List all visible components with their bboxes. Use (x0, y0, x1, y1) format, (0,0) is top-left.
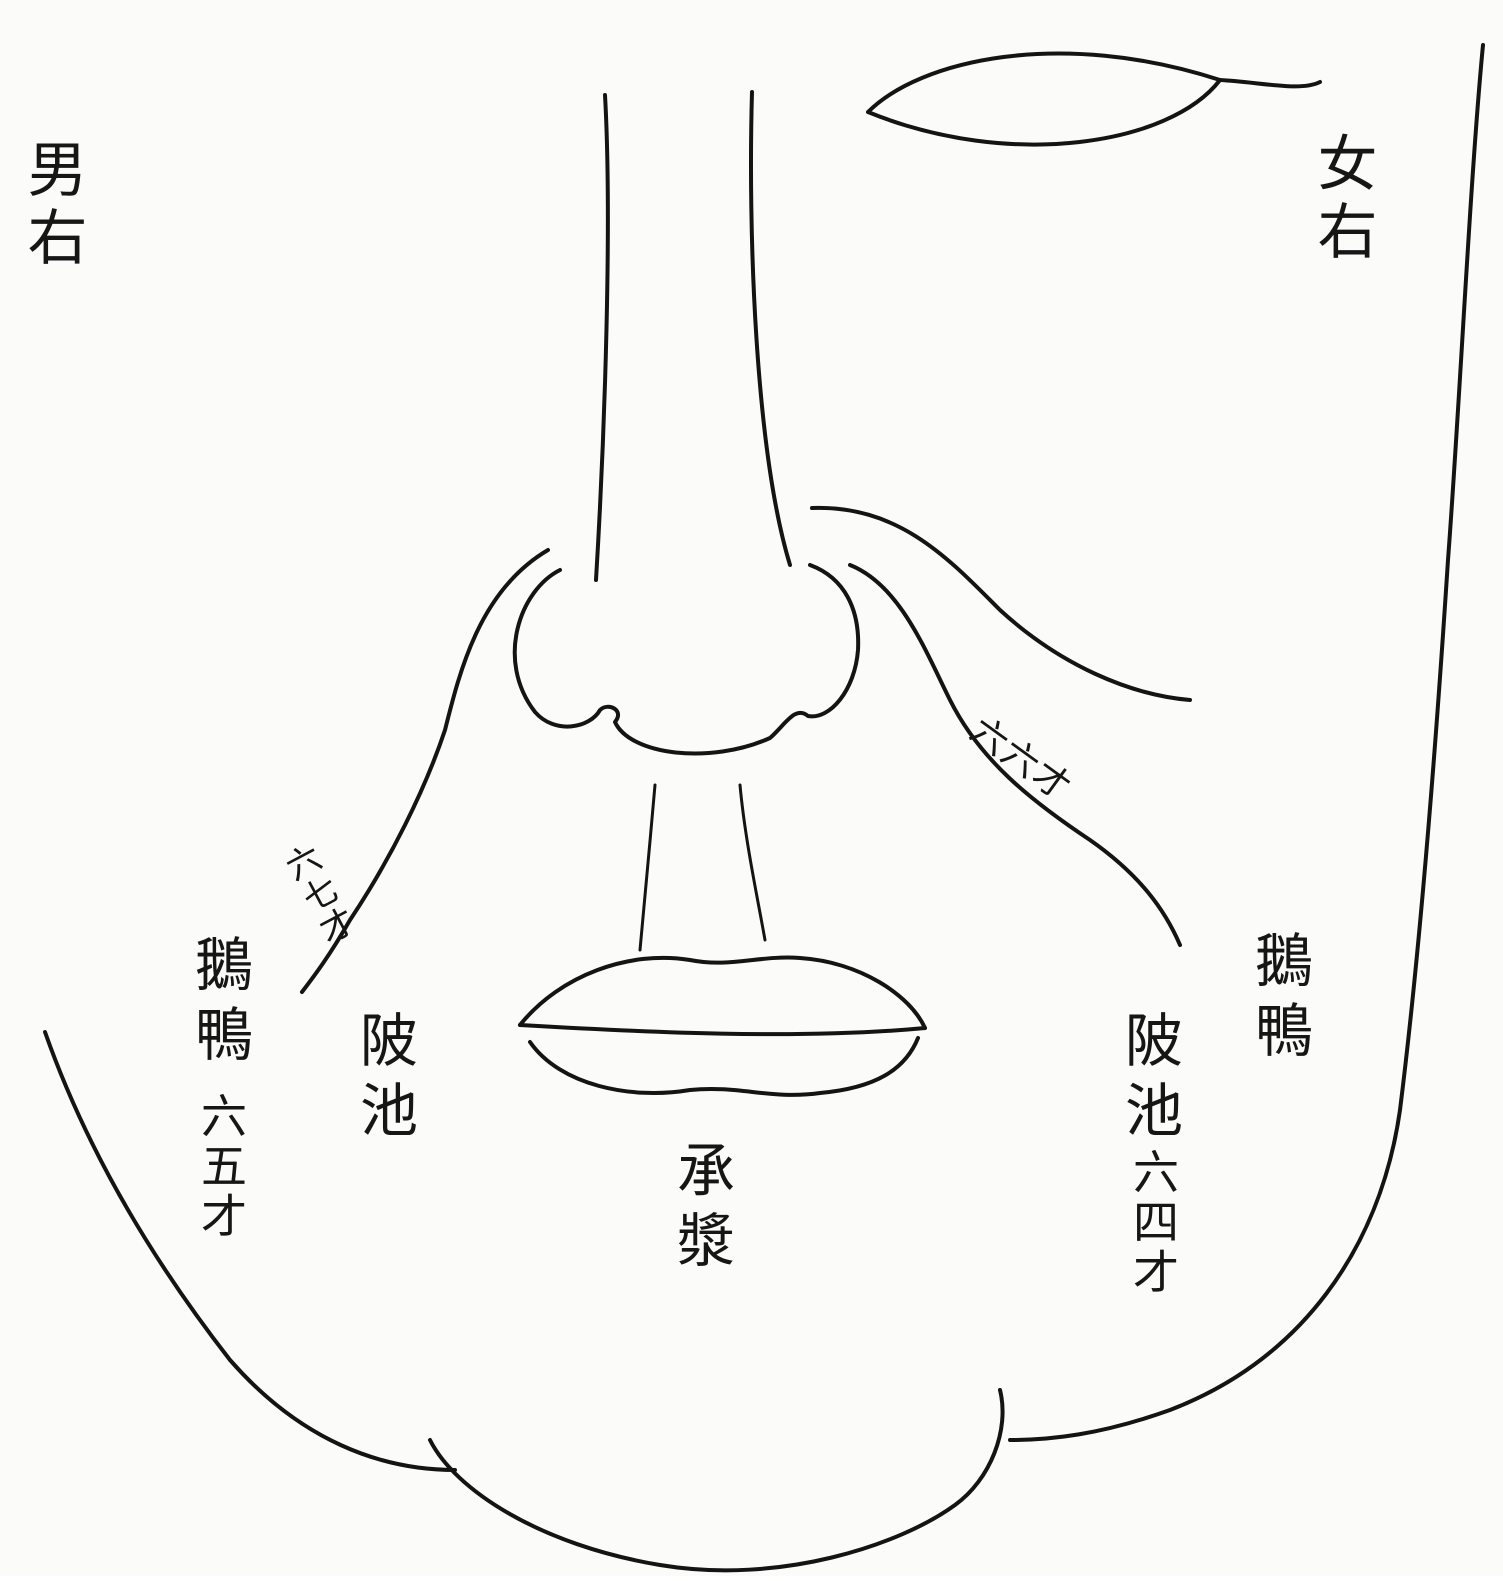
upper-lip (520, 958, 925, 1028)
right-pool-label: 陂池 (1120, 1010, 1178, 1150)
nose-bridge-left (596, 95, 608, 580)
chin-outline (430, 1390, 1003, 1570)
philtrum-left (640, 785, 655, 950)
right-goose-label: 鵝鴨 (1250, 930, 1308, 1070)
eye-outline (868, 54, 1220, 145)
female-side-label: 女右 (1312, 132, 1372, 268)
left-goose-label: 鵝鴨 (190, 934, 248, 1074)
lip-line (520, 1025, 925, 1034)
eye-tail (1220, 80, 1320, 86)
upper-cheek-curve (812, 508, 1190, 700)
philtrum-right (740, 785, 765, 940)
age-64-label: 六四才 (1130, 1148, 1176, 1298)
male-side-label: 男右 (22, 138, 82, 274)
right-face-edge (1010, 45, 1483, 1440)
nose-bridge-right (751, 92, 790, 565)
age-65-label: 六五才 (198, 1092, 244, 1242)
lower-lip (530, 1038, 918, 1095)
left-pool-label: 陂池 (355, 1010, 413, 1150)
chin-center-label: 承漿 (672, 1140, 730, 1280)
nose-tip (515, 565, 858, 754)
